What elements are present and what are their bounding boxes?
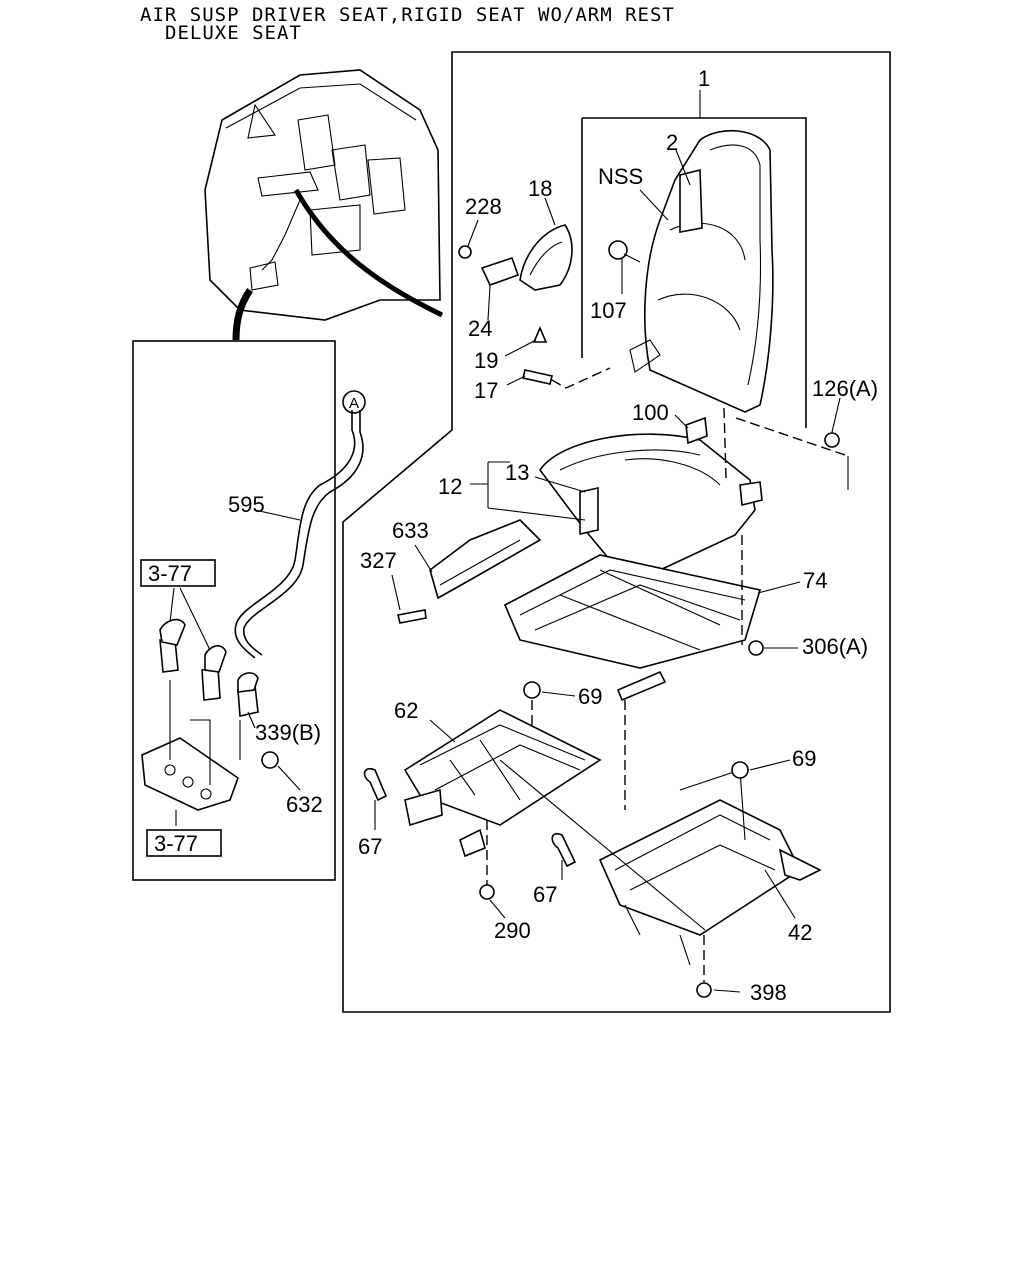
callout-595: 595 xyxy=(228,492,265,517)
callout-339: 339(B) xyxy=(255,720,321,745)
callout-18: 18 xyxy=(528,176,552,201)
callout-67-left: 67 xyxy=(358,834,382,859)
callout-1: 1 xyxy=(698,66,710,91)
grommet-632 xyxy=(261,751,279,769)
callout-306: 306(A) xyxy=(802,634,868,659)
ref-3-77-bottom: 3-77 xyxy=(154,831,198,856)
callout-290: 290 xyxy=(494,918,531,943)
bolt-67-left xyxy=(363,767,388,802)
callout-69-upper: 69 xyxy=(578,684,602,709)
callout-327: 327 xyxy=(360,548,397,573)
nut-69-upper xyxy=(523,681,541,699)
seat-back xyxy=(629,129,774,413)
callout-62: 62 xyxy=(394,698,418,723)
screw-228 xyxy=(458,245,472,259)
nut-306 xyxy=(748,640,764,656)
callout-107: 107 xyxy=(590,298,627,323)
knob-107 xyxy=(608,240,641,263)
leader-lines xyxy=(247,90,841,993)
callout-228: 228 xyxy=(465,194,502,219)
base-frame-42 xyxy=(598,769,822,966)
callout-13: 13 xyxy=(505,460,529,485)
callout-633: 633 xyxy=(392,518,429,543)
callout-632: 632 xyxy=(286,792,323,817)
hose-595 xyxy=(234,410,364,659)
callout-74: 74 xyxy=(803,568,827,593)
bolt-67-right xyxy=(551,832,577,868)
seat-slide-frame xyxy=(503,554,762,702)
clip-100 xyxy=(685,416,708,445)
cab-illustration xyxy=(204,69,444,341)
callout-19: 19 xyxy=(474,348,498,373)
side-cover-18 xyxy=(519,224,573,291)
bracket-633 xyxy=(429,519,542,600)
nut-398 xyxy=(696,982,712,998)
callout-24: 24 xyxy=(468,316,492,341)
callout-17: 17 xyxy=(474,378,498,403)
circle-a-marker xyxy=(342,390,366,414)
seatback-box xyxy=(581,117,807,428)
screw-19 xyxy=(532,325,548,343)
nut-126 xyxy=(824,432,840,448)
diagram-title: AIR SUSP DRIVER SEAT,RIGID SEAT WO/ARM R… xyxy=(140,4,675,26)
base-frame-62 xyxy=(403,709,602,858)
callout-12: 12 xyxy=(438,474,462,499)
connector-fittings xyxy=(159,618,259,717)
bolt-327 xyxy=(397,609,427,624)
callout-67-right: 67 xyxy=(533,882,557,907)
inset-box xyxy=(132,340,336,881)
ref-box-bottom xyxy=(146,829,222,857)
nut-290 xyxy=(479,884,495,900)
callout-100: 100 xyxy=(632,400,669,425)
callout-2: 2 xyxy=(666,130,678,155)
callout-69-lower: 69 xyxy=(792,746,816,771)
circle-a-label: A xyxy=(349,395,359,412)
nut-69-lower xyxy=(731,761,749,779)
ref-3-77-top: 3-77 xyxy=(148,561,192,586)
seat-cushion xyxy=(539,433,763,571)
bolt-17 xyxy=(522,369,553,385)
pad-24 xyxy=(480,256,520,286)
callout-398: 398 xyxy=(750,980,787,1005)
callout-42: 42 xyxy=(788,920,812,945)
ref-box-top xyxy=(140,559,216,587)
plate xyxy=(141,737,239,811)
diagram-subtitle: DELUXE SEAT xyxy=(165,22,302,44)
main-group-outline xyxy=(342,51,891,1013)
callout-126: 126(A) xyxy=(812,376,878,401)
callout-nss: NSS xyxy=(598,164,643,189)
